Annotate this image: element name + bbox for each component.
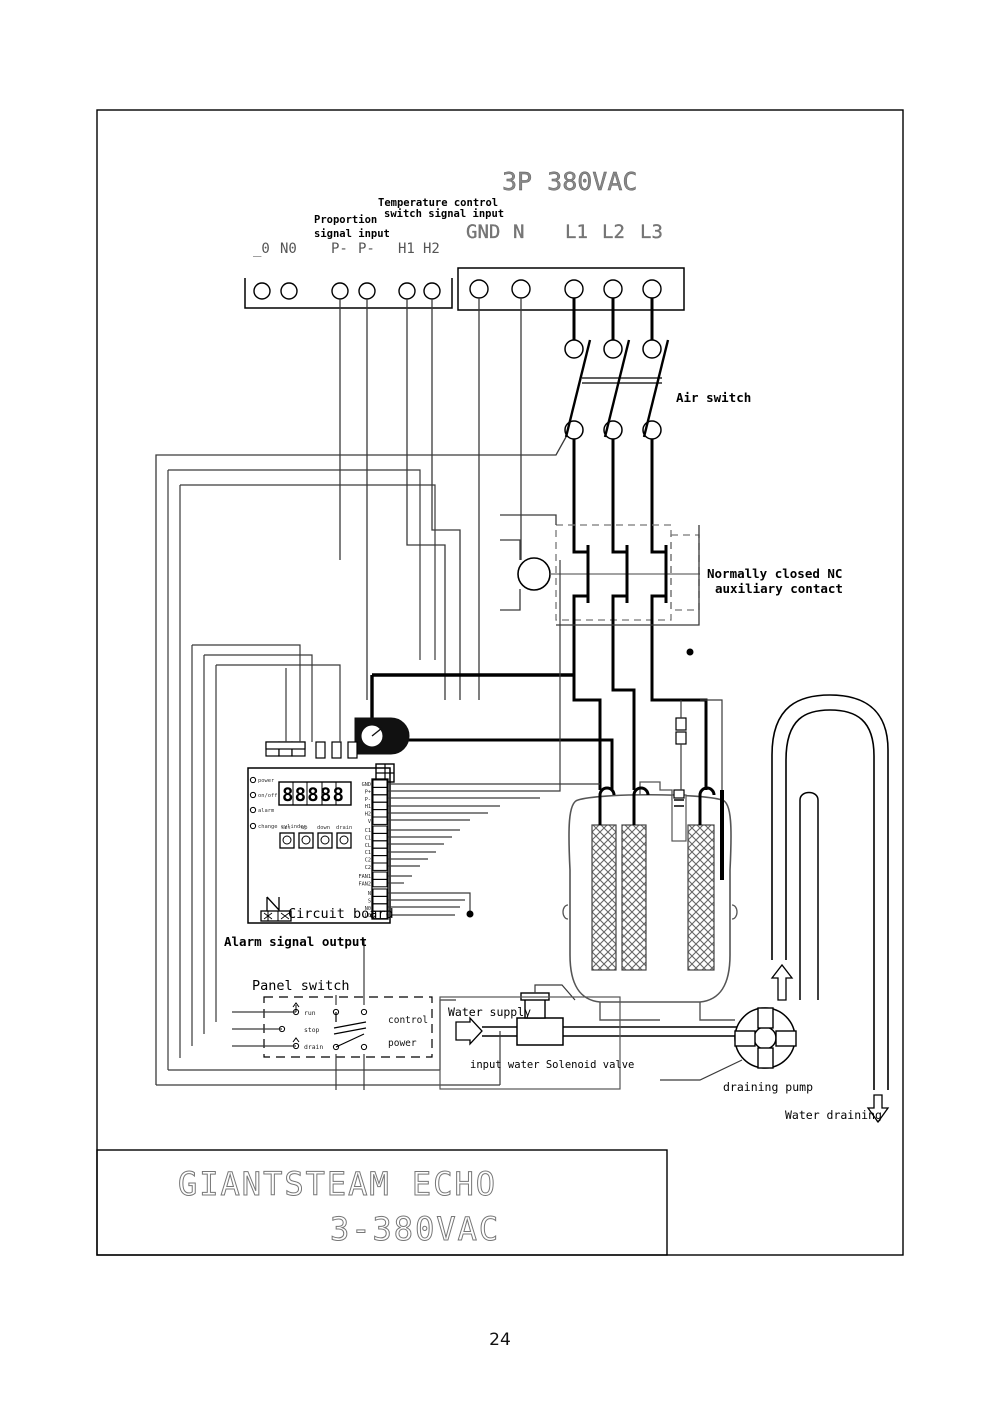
proportion-label-2: signal input <box>314 228 390 240</box>
bt-label-pminus: P- <box>365 797 371 803</box>
led-label-onoff: on/off <box>258 793 277 799</box>
title-block-line1: GIANTSTEAM ECHO <box>178 1165 497 1203</box>
contactor-assembly[interactable] <box>500 514 700 660</box>
steam-cylinder <box>562 699 738 1021</box>
signal-terminal-label-p-b: P- <box>358 241 375 257</box>
water-supply-line <box>439 984 760 1090</box>
contactor-label-1: Normally closed NC <box>707 566 842 581</box>
board-buttons[interactable] <box>279 832 352 849</box>
seven-segment-display <box>278 781 352 806</box>
bt-label-fan2: FAN2 <box>359 881 372 887</box>
proportion-label-1: Proportion <box>314 214 377 226</box>
board-terminal-labels: GND P+ P- H1 H2 V C1 C1 CL C1 C2 C2 FAN1… <box>359 782 372 919</box>
power-terminal-label-l3: L3 <box>640 221 663 243</box>
bt-label-c1c: C1 <box>365 850 371 856</box>
bt-label-cl: CL <box>365 843 371 849</box>
bt-label-n: N <box>368 891 371 897</box>
power-terminal-label-l2: L2 <box>602 221 625 243</box>
signal-terminal-labels: _0 N0 P- P- H1 H2 <box>253 241 440 257</box>
water-draining-label: Water draining <box>785 1108 882 1122</box>
contactor-label-2: auxiliary contact <box>715 581 843 596</box>
power-terminal-label-l1: L1 <box>565 221 588 243</box>
bt-label-c1b: C1 <box>365 835 371 841</box>
page-number: 24 <box>489 1330 511 1350</box>
status-led-labels: power on/off alarm change cylinder <box>258 778 307 830</box>
bt-label-fan1: FAN1 <box>359 874 372 880</box>
panel-pos-stop: stop <box>304 1026 320 1034</box>
button-label-down: down <box>317 825 330 831</box>
alarm-signal-output[interactable] <box>260 896 292 922</box>
power-terminal-labels: GND N L1 L2 L3 <box>466 221 663 243</box>
bt-label-pplus: P+ <box>365 789 371 795</box>
current-transformer <box>354 717 410 755</box>
air-switch-label: Air switch <box>676 390 751 405</box>
power-terminal-label-n: N <box>513 221 524 243</box>
panel-switch[interactable] <box>232 940 433 1090</box>
display-value: 88888 <box>282 784 345 806</box>
button-label-set: set <box>281 825 291 831</box>
button-label-drain: drain <box>336 825 352 831</box>
circuit-board-title: Circuit board <box>288 906 394 922</box>
panel-pos-drain: drain <box>304 1043 323 1051</box>
bt-label-gnd: GND <box>362 782 371 788</box>
air-switch[interactable] <box>155 339 670 1085</box>
panel-switch-right-labels: control power <box>388 1015 428 1049</box>
panel-label-power: power <box>388 1038 417 1049</box>
solenoid-valve-label: input water Solenoid valve <box>470 1059 634 1071</box>
bt-label-h1: H1 <box>365 804 371 810</box>
temperature-control-label-2: switch signal input <box>384 208 504 220</box>
draining-pump-label: draining pump <box>723 1080 813 1094</box>
panel-switch-position-labels: run stop drain <box>304 1009 323 1051</box>
bt-label-l0: L0 <box>365 913 371 919</box>
signal-terminal-label-0: _0 <box>253 241 270 257</box>
power-terminal-label-gnd: GND <box>466 221 500 243</box>
led-label-change-cylinder: change cylinder <box>258 824 307 830</box>
signal-terminal-label-p-a: P- <box>331 241 348 257</box>
page-frame <box>96 109 904 1256</box>
circuit-board[interactable] <box>247 560 600 924</box>
board-terminal-strip[interactable] <box>372 779 388 920</box>
status-leds <box>249 776 257 830</box>
level-sensor <box>671 789 687 842</box>
power-input-heading: 3P 380VAC <box>502 167 637 196</box>
signal-leads <box>339 299 461 700</box>
title-block-line2: 3-380VAC <box>330 1210 500 1248</box>
bt-label-c2b: C2 <box>365 865 371 871</box>
heater-power-wires <box>370 648 708 790</box>
power-terminal-block[interactable] <box>457 267 685 311</box>
drain-pipe <box>771 694 890 1124</box>
signal-terminal-label-h2: H2 <box>423 241 440 257</box>
button-label-up: up <box>301 825 308 831</box>
panel-pos-run: run <box>304 1009 316 1017</box>
temperature-control-label-1: Temperature control <box>378 197 498 209</box>
bt-label-n0: N0 <box>365 906 371 912</box>
bt-label-c1a: C1 <box>365 828 371 834</box>
draining-pump <box>660 963 797 1081</box>
power-leads <box>478 298 654 700</box>
signal-terminal-label-n0: N0 <box>280 241 297 257</box>
signal-terminal-block[interactable] <box>244 278 453 309</box>
panel-label-control: control <box>388 1015 428 1026</box>
bt-label-s: S <box>368 898 371 904</box>
left-wire-bundle <box>156 469 500 1086</box>
led-label-power: power <box>258 778 275 784</box>
water-supply-label: Water supply <box>448 1005 531 1019</box>
board-button-labels: set up down drain <box>281 825 352 831</box>
signal-terminal-label-h1: H1 <box>398 241 415 257</box>
bt-label-v: V <box>368 819 371 825</box>
bt-label-h2: H2 <box>365 812 371 818</box>
bt-label-c2a: C2 <box>365 858 371 864</box>
alarm-output-label: Alarm signal output <box>224 934 367 949</box>
led-label-alarm: alarm <box>258 808 274 814</box>
fuse-symbol <box>675 700 687 790</box>
panel-switch-title: Panel switch <box>252 978 350 994</box>
